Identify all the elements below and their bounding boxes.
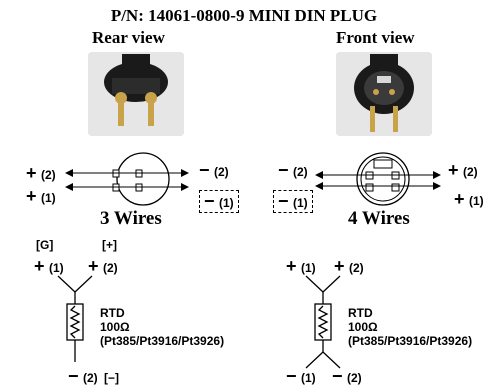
rear-plus-1: + (1) [26, 186, 56, 206]
rtd-schematic-4-wire [305, 275, 341, 369]
front-minus-2: − (2) [278, 160, 308, 180]
front-plus-1: + (1) [454, 189, 484, 209]
schematic4-rtd-title: RTD [348, 306, 373, 320]
four-wires-label: 4 Wires [348, 208, 410, 229]
rear-connector-diagram [65, 152, 189, 206]
front-plus-2: + (2) [448, 160, 478, 180]
rear-minus-2: − (2) [199, 160, 229, 180]
part-number-title: P/N: 14061-0800-9 MINI DIN PLUG [110, 6, 378, 25]
front-minus-1-boxed: − (1) [273, 190, 313, 213]
schematic3-rtd-value: 100Ω [100, 320, 130, 334]
schematic4-plus-2: + (2) [334, 256, 364, 276]
rtd-schematic-3-wire [57, 275, 93, 362]
schematic4-minus-2: − (2) [332, 366, 362, 386]
schematic3-plus-1: + (1) [34, 256, 64, 276]
schematic3-rtd-types: (Pt385/Pt3916/Pt3926) [100, 334, 225, 348]
rear-plus-2: + (2) [26, 163, 56, 183]
schematic4-plus-1: + (1) [286, 256, 316, 276]
schematic4-minus-1: − (1) [286, 366, 316, 386]
ground-tag: [G] [36, 238, 54, 252]
schematic3-rtd-title: RTD [100, 306, 125, 320]
rear-minus-1-boxed: − (1) [199, 190, 239, 213]
schematic3-plus-2: + (2) [88, 256, 118, 276]
rear-view-label: Rear view [92, 28, 165, 47]
front-connector-diagram [315, 152, 441, 206]
front-view-photo [336, 52, 432, 136]
schematic4-rtd-value: 100Ω [348, 320, 378, 334]
front-view-label: Front view [336, 28, 415, 47]
schematic3-minus-2: − (2) [68, 366, 98, 386]
minus-tag: [−] [104, 371, 119, 385]
schematic4-rtd-types: (Pt385/Pt3916/Pt3926) [348, 334, 473, 348]
rear-view-photo [88, 52, 184, 136]
three-wires-label: 3 Wires [100, 208, 162, 229]
plus-tag: [+] [102, 238, 117, 252]
